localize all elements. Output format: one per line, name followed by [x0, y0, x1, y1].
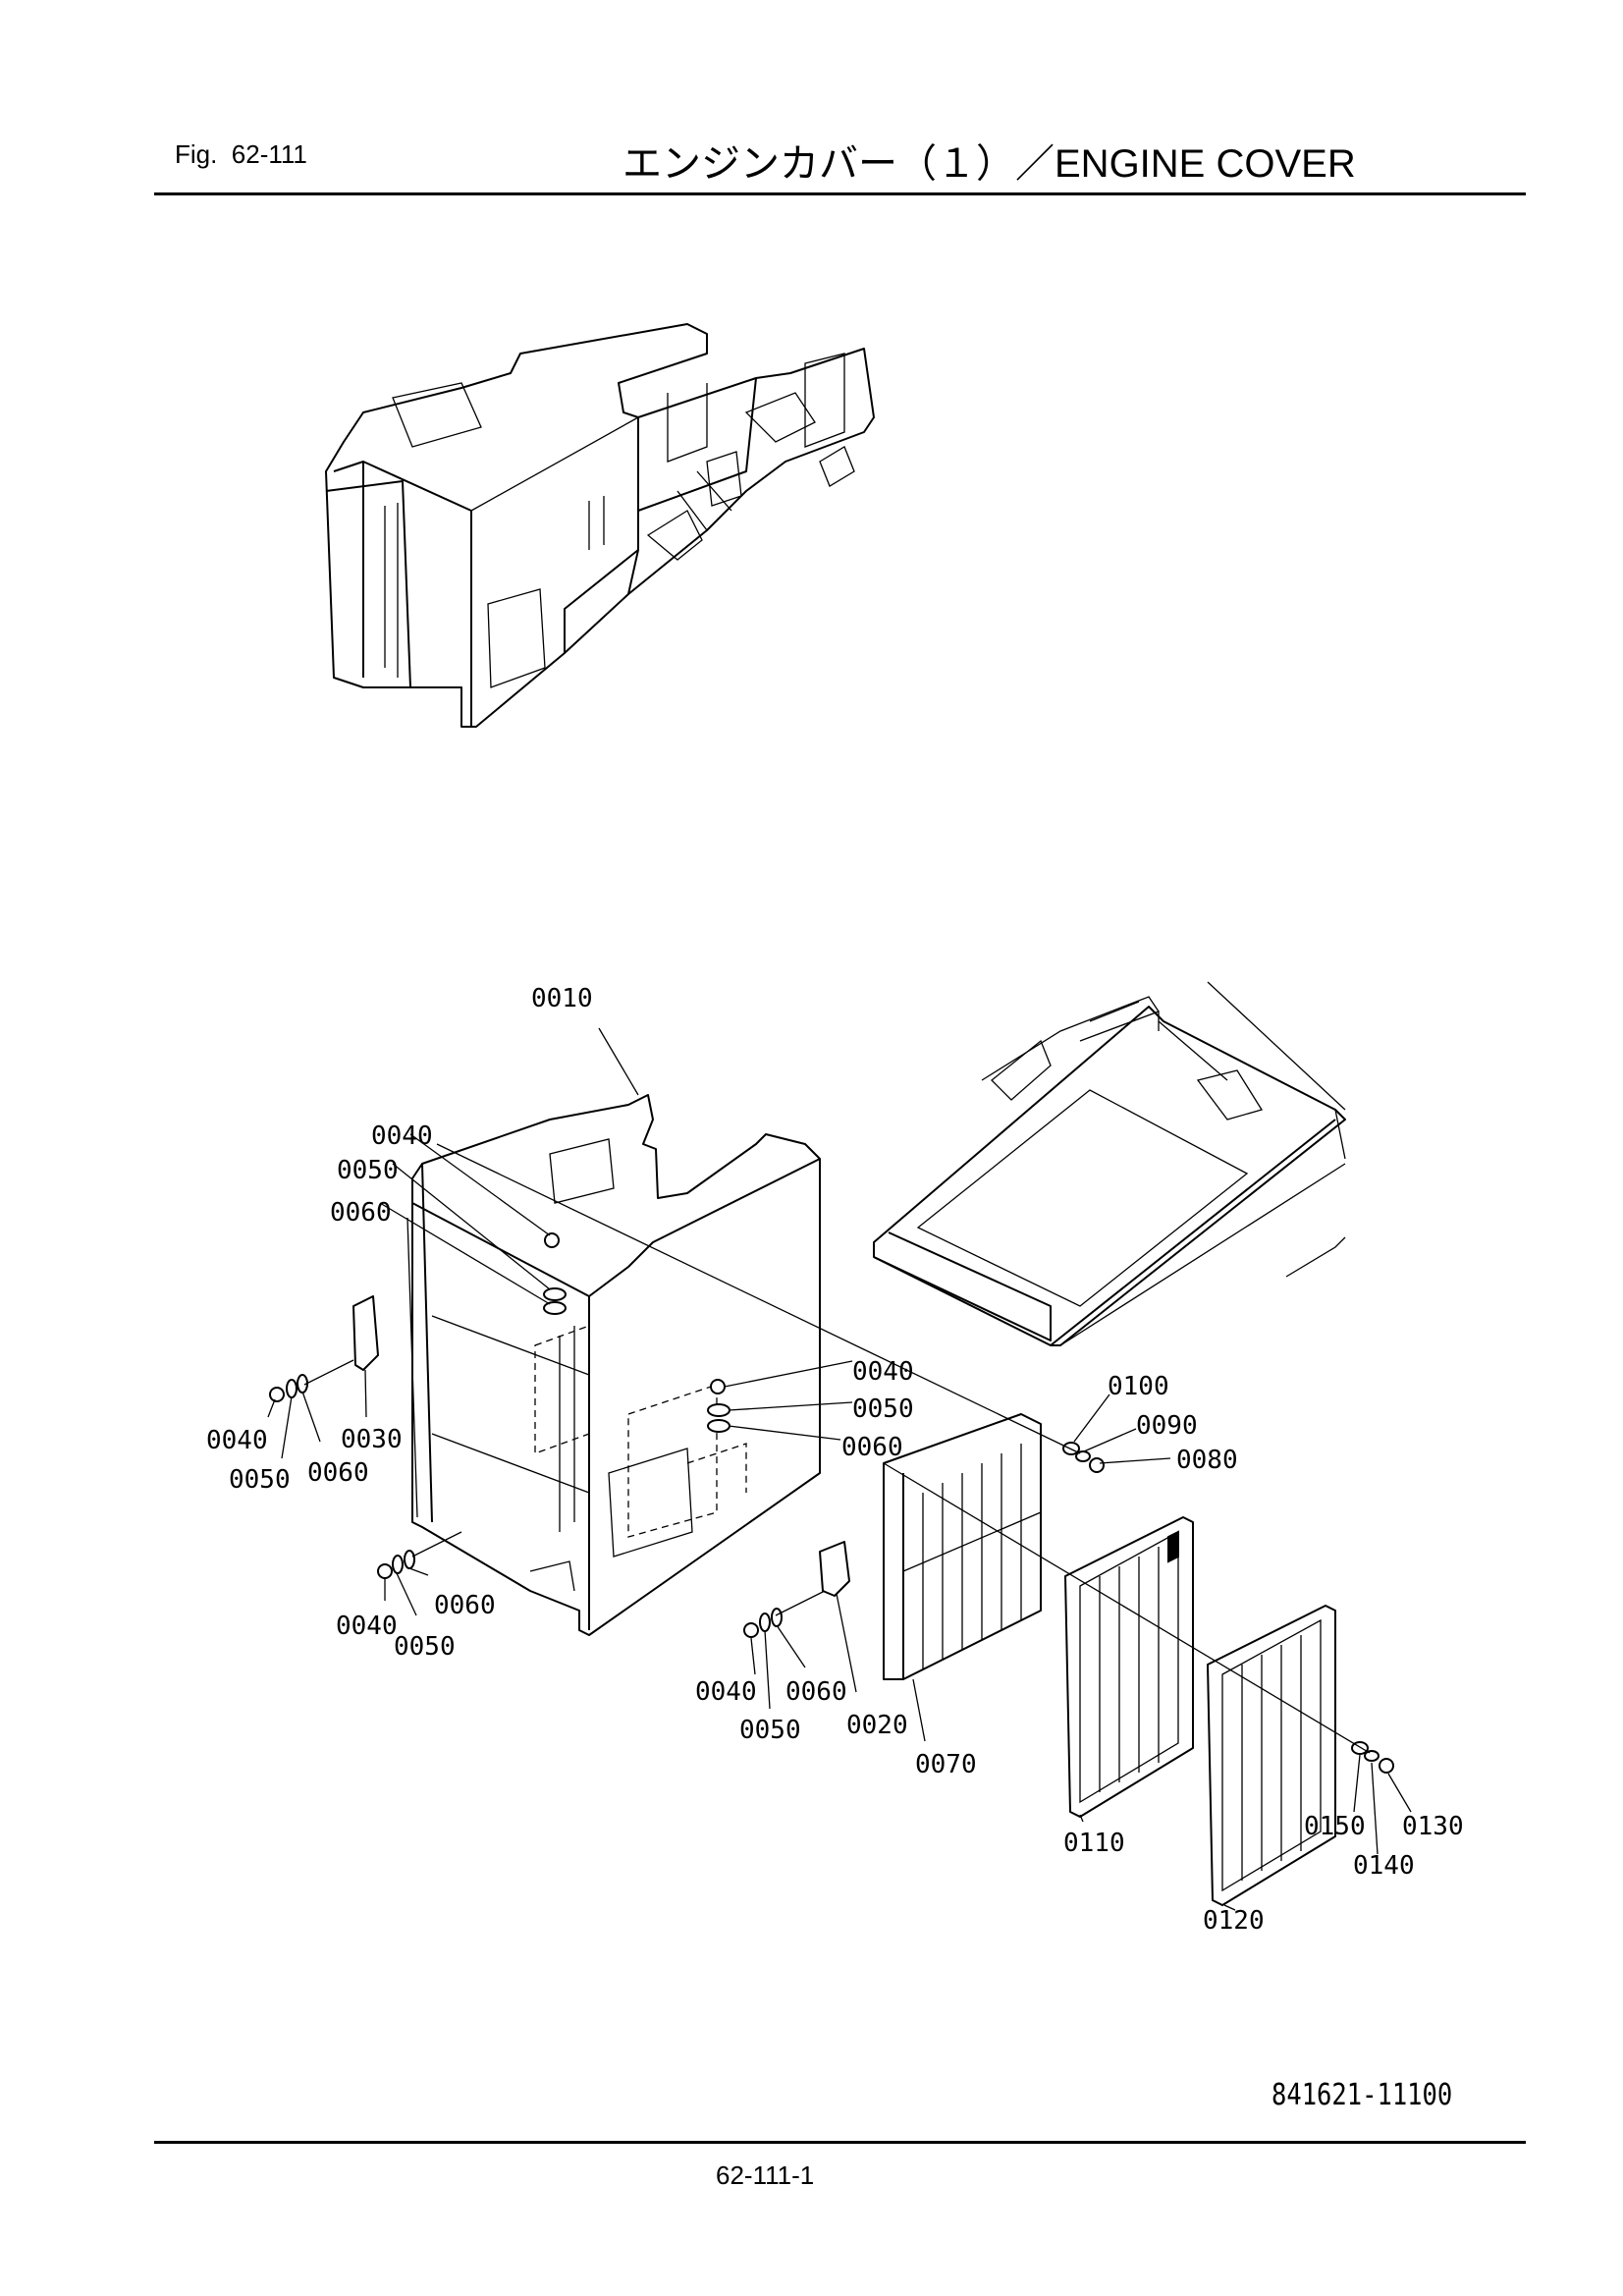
- page-number: 62-111-1: [716, 2160, 815, 2190]
- label-0030: 0030: [341, 1425, 403, 1454]
- footer-rule: [154, 2141, 1526, 2144]
- label-0060-bottom: 0060: [785, 1677, 847, 1707]
- drawing-number: 841621-11100: [1271, 2078, 1453, 2112]
- label-0100: 0100: [1108, 1372, 1169, 1401]
- figure-label: Fig.: [175, 139, 218, 169]
- label-0040-lower: 0040: [336, 1612, 398, 1641]
- figure-reference: Fig. 62-111: [175, 139, 307, 170]
- label-0110: 0110: [1063, 1829, 1125, 1858]
- label-0050-left: 0050: [229, 1465, 291, 1495]
- exploded-assembly-drawing: [267, 981, 1412, 1911]
- label-0040-top: 0040: [371, 1121, 433, 1151]
- label-0060-mid: 0060: [841, 1433, 903, 1462]
- label-0140: 0140: [1353, 1851, 1415, 1881]
- label-0070: 0070: [915, 1750, 977, 1779]
- label-0130: 0130: [1402, 1812, 1464, 1841]
- page-title: エンジンカバー（１）／ENGINE COVER: [622, 142, 1356, 186]
- fastener-set: [269, 1232, 1394, 1774]
- header-rule: [154, 192, 1526, 195]
- figure-number: 62-111: [231, 139, 307, 169]
- label-0040-mid: 0040: [852, 1357, 914, 1387]
- label-0050-lower: 0050: [394, 1632, 456, 1662]
- label-0050-bottom: 0050: [739, 1716, 801, 1745]
- label-0150: 0150: [1304, 1812, 1366, 1841]
- label-0050-top: 0050: [337, 1156, 399, 1185]
- label-0040-left: 0040: [206, 1426, 268, 1455]
- label-0020: 0020: [846, 1711, 908, 1740]
- label-0050-mid: 0050: [852, 1394, 914, 1424]
- label-0120: 0120: [1203, 1906, 1265, 1936]
- label-0040-bottom: 0040: [695, 1677, 757, 1707]
- label-0060-left: 0060: [307, 1458, 369, 1488]
- label-0060-lower: 0060: [434, 1591, 496, 1620]
- overview-assembly-drawing: [325, 323, 875, 728]
- label-0080: 0080: [1176, 1446, 1238, 1475]
- part-number-labels: 0010 0040 0050 0060 0040 0050 0060 0030 …: [206, 984, 1464, 1936]
- label-0010: 0010: [531, 984, 593, 1013]
- label-0060-top: 0060: [330, 1198, 392, 1228]
- label-0090: 0090: [1136, 1411, 1198, 1441]
